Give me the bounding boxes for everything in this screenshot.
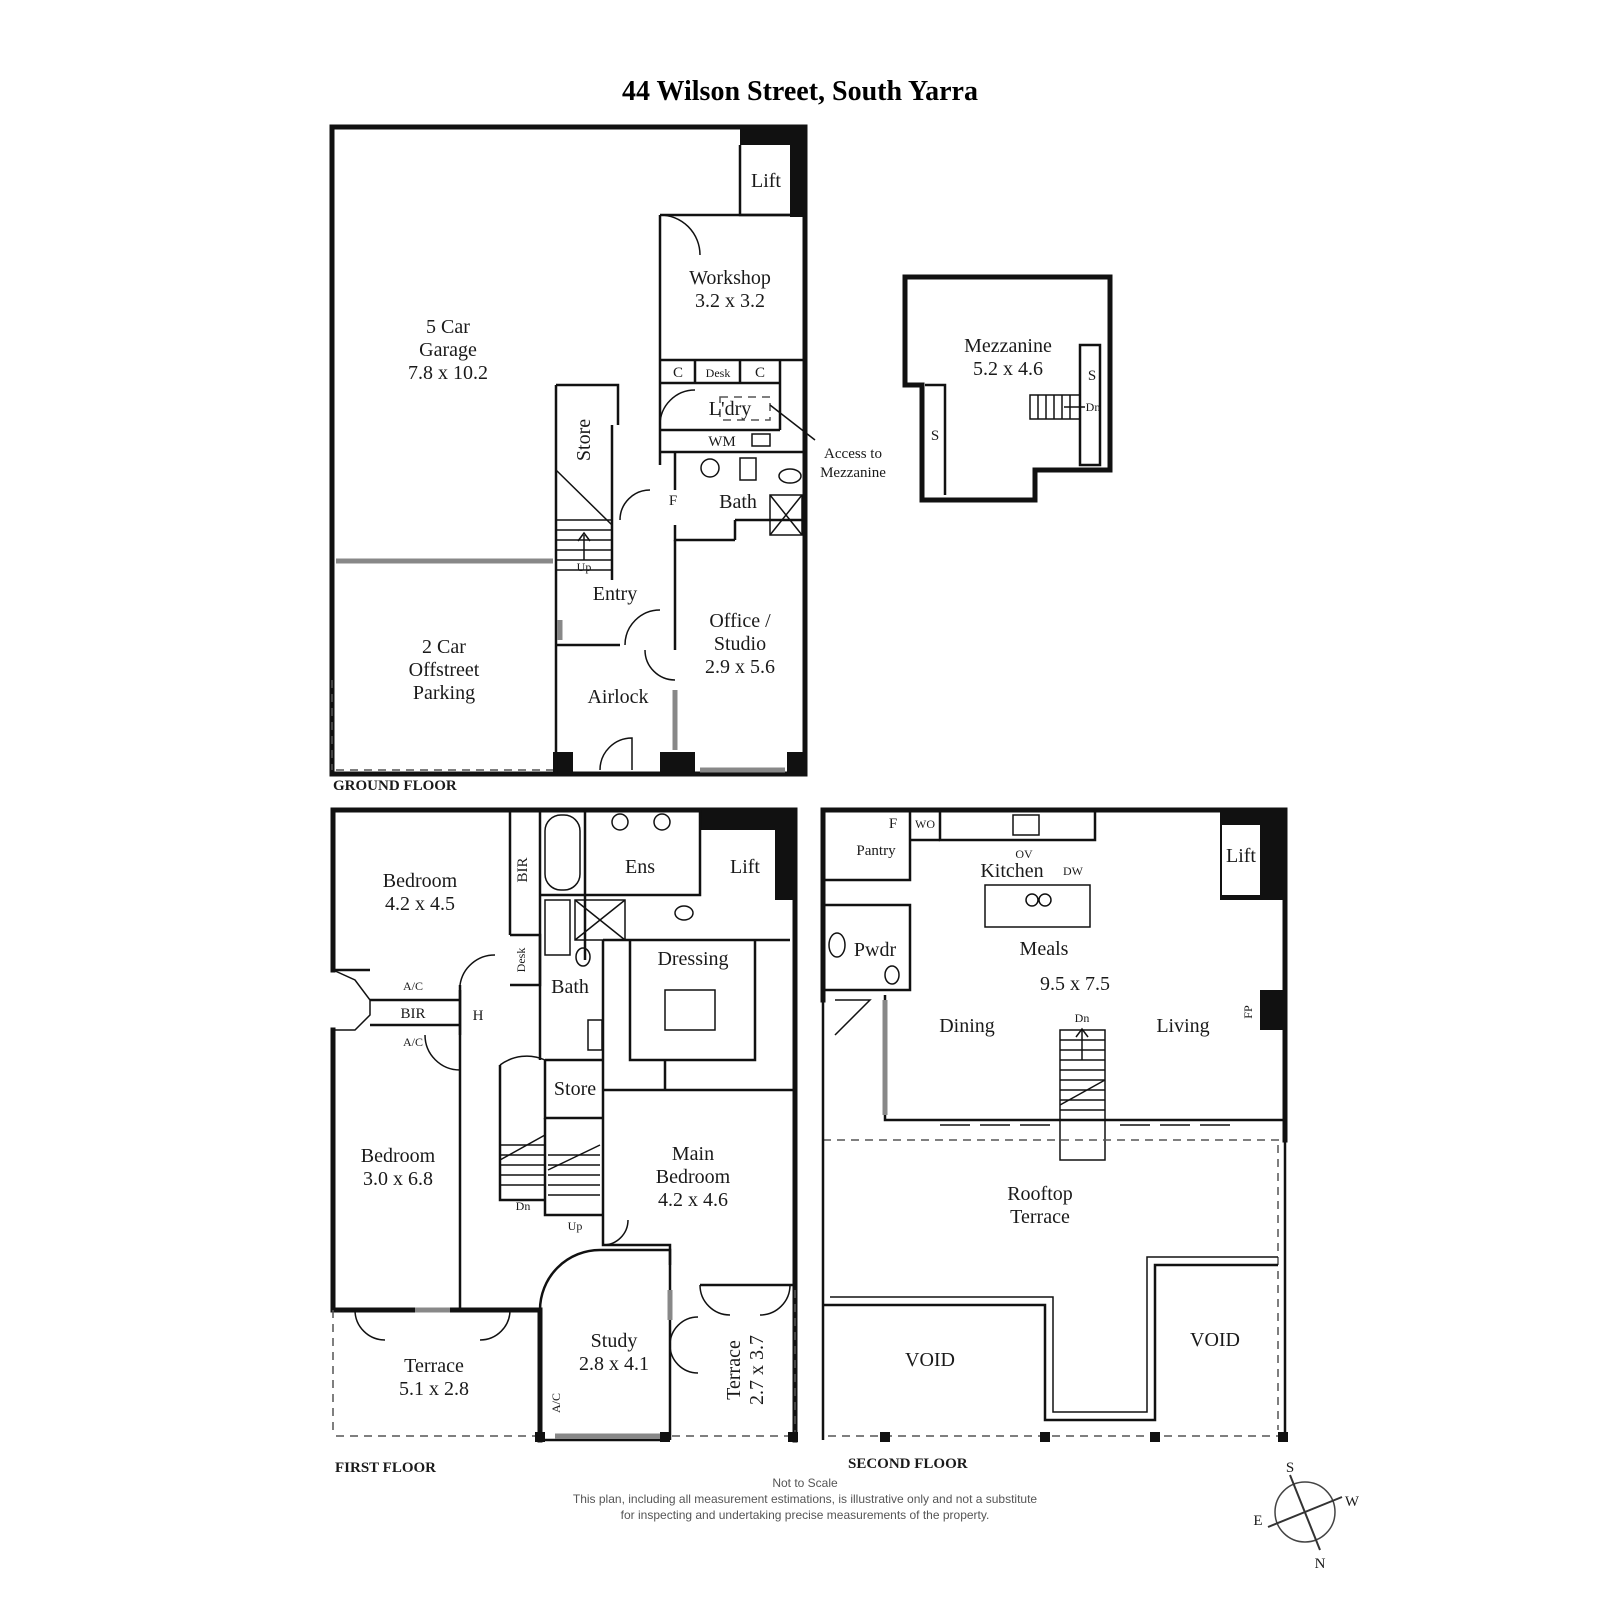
room-label: Ens [625,856,655,878]
room-label: Bedroom [656,1166,731,1188]
page-title: 44 Wilson Street, South Yarra [622,76,978,107]
room-label: Mezzanine [964,335,1052,357]
compass-west: W [1345,1494,1360,1510]
room-label: BIR [400,1006,425,1022]
room-label: Bedroom [361,1145,436,1167]
stair-label: Up [577,560,592,574]
room-label: Pwdr [854,939,897,961]
room-label: H [473,1008,484,1024]
room-label: Desk [514,948,528,973]
annotation: Mezzanine [820,465,886,481]
room-label: F [669,493,677,509]
room-label: Studio [714,633,766,655]
room-label: Dressing [657,948,728,970]
compass-east: E [1253,1513,1262,1529]
room-label: S [1088,368,1096,384]
room-label: F [889,816,897,832]
room-label: Pantry [856,843,896,859]
floor-label-first: FIRST FLOOR [335,1460,436,1476]
room-label: Garage [419,339,477,361]
room-label: Store [573,419,595,461]
room-dimension: 9.5 x 7.5 [1040,973,1110,995]
room-label: Dining [939,1015,995,1037]
room-dimension: 2.8 x 4.1 [579,1353,649,1375]
room-label: Store [554,1078,596,1100]
stair-label: Dn [1086,400,1101,414]
room-dimension: 3.2 x 3.2 [695,290,765,312]
floor-label-second: SECOND FLOOR [848,1456,968,1472]
room-label: Office / [709,610,771,632]
room-label: Parking [413,682,475,704]
compass-south: S [1286,1460,1294,1476]
room-label: Terrace [1010,1206,1070,1228]
room-label: S [931,428,939,444]
stair-label: Dn [516,1199,531,1213]
room-dimension: 5.2 x 4.6 [973,358,1043,380]
room-label: Entry [593,583,637,605]
room-dimension: 2.7 x 3.7 [746,1335,768,1405]
floor-label-ground: GROUND FLOOR [333,778,457,794]
room-label: FP [1241,1005,1255,1019]
ground-floor-plan [329,124,816,777]
first-floor-plan [330,807,798,1443]
room-dimension: 3.0 x 6.8 [363,1168,433,1190]
stair-label: Dn [1075,1011,1090,1025]
room-label: L'dry [709,398,751,420]
room-label: Meals [1020,938,1069,960]
disclaimer-line: for inspecting and undertaking precise m… [621,1508,990,1522]
room-label: A/C [549,1393,563,1413]
second-floor-plan [820,807,1288,1442]
room-label: Main [672,1143,714,1165]
mezzanine-plan [902,274,1113,503]
room-label: Lift [730,856,760,878]
room-label: Offstreet [409,659,480,681]
room-label: WO [915,817,935,831]
room-dimension: 7.8 x 10.2 [408,362,488,384]
room-label: Terrace [404,1355,464,1377]
room-label: Study [591,1330,638,1352]
room-label: Rooftop [1007,1183,1073,1205]
room-label: 2 Car [422,636,466,658]
room-label: Workshop [689,267,771,289]
room-label: C [755,365,765,381]
room-label: C [673,365,683,381]
room-label: Lift [1226,845,1256,867]
room-label: Lift [751,170,781,192]
room-label: A/C [403,979,423,993]
room-label: BIR [515,857,531,882]
compass-icon [1267,1474,1343,1551]
room-label: DW [1063,864,1084,878]
room-dimension: 5.1 x 2.8 [399,1378,469,1400]
room-dimension: 4.2 x 4.6 [658,1189,728,1211]
room-label: WM [708,434,736,450]
room-label: Kitchen [980,860,1043,882]
compass-north: N [1315,1556,1326,1572]
room-dimension: 4.2 x 4.5 [385,893,455,915]
stair-label: Up [568,1219,583,1233]
room-label: Desk [706,366,731,380]
room-dimension: 2.9 x 5.6 [705,656,775,678]
disclaimer-line: This plan, including all measurement est… [573,1492,1038,1506]
room-label: OV [1015,847,1033,861]
room-label: VOID [1190,1329,1240,1351]
room-label: Bath [551,976,589,998]
room-label: 5 Car [426,316,470,338]
room-label: Living [1156,1015,1209,1037]
room-label: Terrace [723,1340,745,1400]
room-label: Bedroom [383,870,458,892]
room-label: VOID [905,1349,955,1371]
room-label: A/C [403,1035,423,1049]
annotation: Access to [824,446,882,462]
room-label: Airlock [587,686,648,708]
disclaimer-line: Not to Scale [772,1476,838,1490]
room-label: Bath [719,491,757,513]
